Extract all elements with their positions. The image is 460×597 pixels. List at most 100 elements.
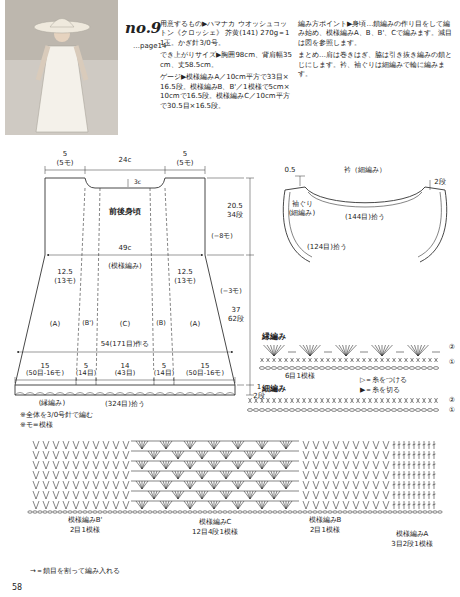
stitch-stroke [414,451,415,459]
stitch-stroke [259,501,262,509]
chain-stitch [163,511,167,513]
chain-stitch [379,409,384,412]
stitch-stroke [419,441,420,449]
stitch-stroke [423,484,426,485]
stitch-stroke [103,471,106,479]
chain-stitch [288,511,292,513]
stitch-stroke [273,358,276,362]
stitch-stroke [43,441,46,449]
stitch-stroke [418,345,425,356]
stitch-stroke [303,441,306,449]
stitch-stroke [393,358,396,362]
stitch-stroke [274,471,280,479]
chain-stitch [271,409,276,412]
stitch-stroke [339,398,342,403]
dimension-label: no.9 [125,20,161,37]
stitch-stroke [297,398,300,403]
stitch-stroke [343,491,346,499]
stitch-stroke [53,481,56,489]
stitch-stroke [96,501,99,509]
stitch-stroke [351,398,354,403]
chain-stitch [289,409,294,412]
stitch-stroke [160,481,166,489]
stitch-stroke [208,481,214,489]
stitch-stroke [399,451,400,459]
stitch-stroke [424,451,425,459]
stitch-stroke [238,481,244,489]
stitch-stroke [423,398,426,403]
chain-stitch [143,511,147,513]
stitch-stroke [313,501,316,509]
stitch-stroke [303,461,306,469]
stitch-stroke [262,441,265,449]
stitch-stroke [264,345,275,356]
stitch-stroke [363,471,366,479]
stitch-stroke [309,358,312,362]
dimension-label: 袖ぐり [292,200,313,208]
stitch-stroke [339,398,342,403]
stitch-stroke [184,501,190,509]
stitch-stroke [267,398,270,403]
stitch-stroke [43,461,46,469]
stitch-stroke [383,441,386,449]
stitch-stroke [323,461,326,469]
stitch-stroke [160,461,166,469]
stitch-stroke [238,461,241,469]
chain-stitch [363,511,367,513]
stitch-stroke [345,398,348,403]
stitch-stroke [250,451,253,459]
stitch-stroke [154,491,160,499]
stitch-stroke [403,484,406,485]
stitch-stroke [306,491,309,499]
stitch-stroke [399,398,402,403]
dimension-label: 1 [257,383,261,391]
stitch-stroke [399,461,400,469]
stitch-stroke [106,491,109,499]
dimension-label: 模様編みB' [67,516,104,524]
stitch-stroke [262,501,268,509]
dimension-label: 15 [200,362,211,370]
stitch-stroke [381,398,384,403]
stitch-stroke [387,358,390,362]
stitch-stroke [163,481,166,489]
stitch-stroke [339,345,346,356]
dimension-label: (50目-16モ) [25,370,65,377]
stitch-chart [28,345,442,513]
dimension-label: (5モ) [57,159,74,167]
stitch-stroke [36,471,39,479]
stitch-stroke [106,441,109,449]
stitch-stroke [86,461,89,469]
stitch-stroke [405,358,408,362]
stitch-stroke [316,451,319,459]
chain-stitch [403,367,408,370]
stitch-stroke [409,491,410,499]
stitch-stroke [399,501,400,509]
stitch-stroke [375,345,382,356]
stitch-stroke [418,504,421,505]
stitch-stroke [53,491,56,499]
stitch-stroke [93,491,96,499]
stitch-stroke [309,358,312,362]
stitch-stroke [418,464,421,465]
stitch-stroke [273,358,276,362]
stitch-stroke [123,471,126,479]
chain-stitch [295,367,300,370]
stitch-stroke [66,481,69,489]
stitch-stroke [434,451,435,459]
stitch-stroke [315,398,318,403]
chain-stitch [128,511,132,513]
stitch-stroke [303,481,306,489]
stitch-stroke [274,451,277,459]
chain-stitch [313,511,317,513]
stitch-stroke [256,441,262,449]
stitch-stroke [345,358,348,362]
stitch-stroke [300,345,311,356]
stitch-stroke [433,494,436,495]
stitch-stroke [327,358,330,362]
stitch-stroke [333,441,336,449]
stitch-stroke [429,398,432,403]
stitch-stroke [376,471,379,479]
stitch-stroke [404,441,405,449]
stitch-stroke [211,481,214,489]
stitch-stroke [63,441,66,449]
